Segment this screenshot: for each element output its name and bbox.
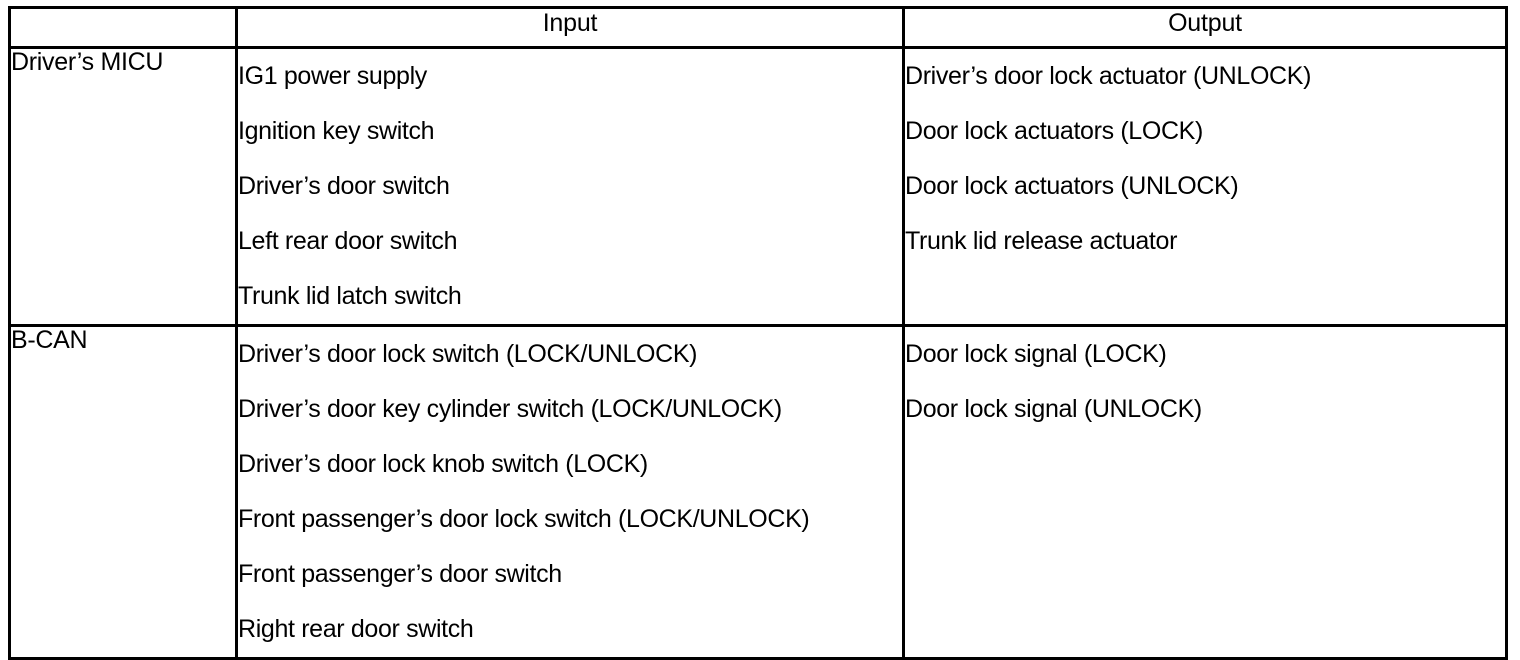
document-page: Input Output Driver’s MICU IG1 power sup… (8, 6, 1508, 660)
input-list-micu: IG1 power supply Ignition key switch Dri… (238, 49, 902, 324)
table-row: Driver’s MICU IG1 power supply Ignition … (8, 46, 1508, 327)
column-header-input: Input (235, 6, 905, 49)
input-cell-bcan: Driver’s door lock switch (LOCK/UNLOCK) … (235, 324, 905, 660)
list-item: Driver’s door lock actuator (UNLOCK) (905, 62, 1312, 90)
column-header-output: Output (902, 6, 1508, 49)
table-row: B-CAN Driver’s door lock switch (LOCK/UN… (8, 324, 1508, 660)
list-item: Trunk lid latch switch (238, 282, 462, 310)
table-body: Driver’s MICU IG1 power supply Ignition … (8, 46, 1508, 660)
list-item: Left rear door switch (238, 227, 458, 255)
unit-label-micu: Driver’s MICU (8, 46, 238, 327)
input-cell-micu: IG1 power supply Ignition key switch Dri… (235, 46, 905, 327)
list-item: Trunk lid release actuator (905, 227, 1178, 255)
list-item: Driver’s door key cylinder switch (LOCK/… (238, 395, 782, 423)
list-item: Ignition key switch (238, 117, 435, 145)
list-item: Driver’s door lock switch (LOCK/UNLOCK) (238, 340, 698, 368)
input-list-bcan: Driver’s door lock switch (LOCK/UNLOCK) … (238, 327, 902, 657)
list-item: Driver’s door lock knob switch (LOCK) (238, 450, 648, 478)
list-item: Door lock actuators (UNLOCK) (905, 172, 1239, 200)
list-item: IG1 power supply (238, 62, 427, 90)
unit-label-bcan: B-CAN (8, 324, 238, 660)
list-item: Front passenger’s door lock switch (LOCK… (238, 505, 810, 533)
list-item: Door lock signal (LOCK) (905, 340, 1167, 368)
list-item: Driver’s door switch (238, 172, 450, 200)
output-cell-bcan: Door lock signal (LOCK) Door lock signal… (902, 324, 1508, 660)
output-cell-micu: Driver’s door lock actuator (UNLOCK) Doo… (902, 46, 1508, 327)
list-item: Front passenger’s door switch (238, 560, 562, 588)
table-header-row: Input Output (8, 6, 1508, 49)
list-item: Door lock actuators (LOCK) (905, 117, 1203, 145)
output-list-micu: Driver’s door lock actuator (UNLOCK) Doo… (905, 49, 1505, 269)
list-item: Right rear door switch (238, 615, 474, 643)
list-item: Door lock signal (UNLOCK) (905, 395, 1202, 423)
input-output-table: Input Output Driver’s MICU IG1 power sup… (8, 6, 1508, 660)
output-list-bcan: Door lock signal (LOCK) Door lock signal… (905, 327, 1505, 437)
column-header-unit (8, 6, 238, 49)
table-header: Input Output (8, 6, 1508, 49)
